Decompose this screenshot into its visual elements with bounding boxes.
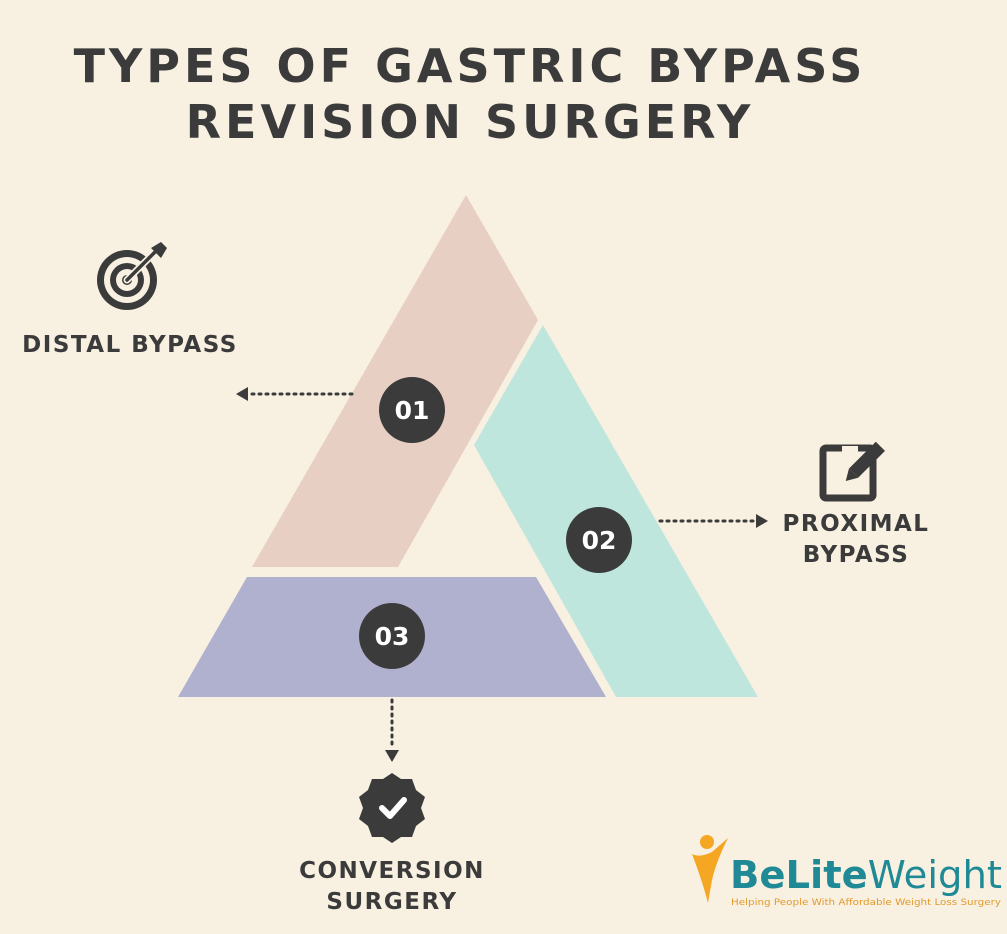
segment-02-shape: [474, 325, 758, 697]
brand-figure-icon: [692, 835, 728, 903]
number-badge-02: 02: [566, 507, 632, 573]
title-block: TYPES OF GASTRIC BYPASS REVISION SURGERY: [74, 39, 867, 149]
label-proximal-line-2: BYPASS: [803, 542, 910, 568]
arrow-right-icon: [756, 514, 768, 528]
number-badge-03: 03: [359, 603, 425, 669]
connector-01: [236, 387, 354, 401]
triangle-diagram: [178, 195, 758, 697]
segment-03-number: 03: [375, 622, 410, 651]
edit-icon: [819, 441, 885, 502]
arrow-left-icon: [236, 387, 248, 401]
target-icon: [97, 242, 167, 310]
segment-01-shape: [252, 195, 538, 567]
arrow-down-icon: [385, 750, 399, 762]
number-circle: [379, 377, 445, 443]
title-line-1: TYPES OF GASTRIC BYPASS: [74, 39, 867, 93]
connector-02: [658, 514, 768, 528]
connector-03: [385, 698, 399, 762]
brand-name: BeLiteWeight: [730, 853, 1002, 897]
number-badge-01: 01: [379, 377, 445, 443]
segment-02-number: 02: [582, 526, 617, 555]
brand-tagline: Helping People With Affordable Weight Lo…: [731, 898, 1002, 908]
number-circle: [359, 603, 425, 669]
check-icon: [379, 797, 407, 819]
label-proximal-line-1: PROXIMAL: [783, 511, 930, 537]
number-circle: [566, 507, 632, 573]
title-line-2: REVISION SURGERY: [186, 95, 755, 149]
verified-badge-icon: [359, 773, 425, 843]
label-distal-bypass: DISTAL BYPASS: [22, 332, 238, 358]
brand-logo: BeLiteWeight Helping People With Afforda…: [692, 835, 1002, 908]
label-conversion-line-2: SURGERY: [326, 889, 457, 915]
label-conversion-line-1: CONVERSION: [299, 858, 485, 884]
segment-01-number: 01: [395, 396, 430, 425]
